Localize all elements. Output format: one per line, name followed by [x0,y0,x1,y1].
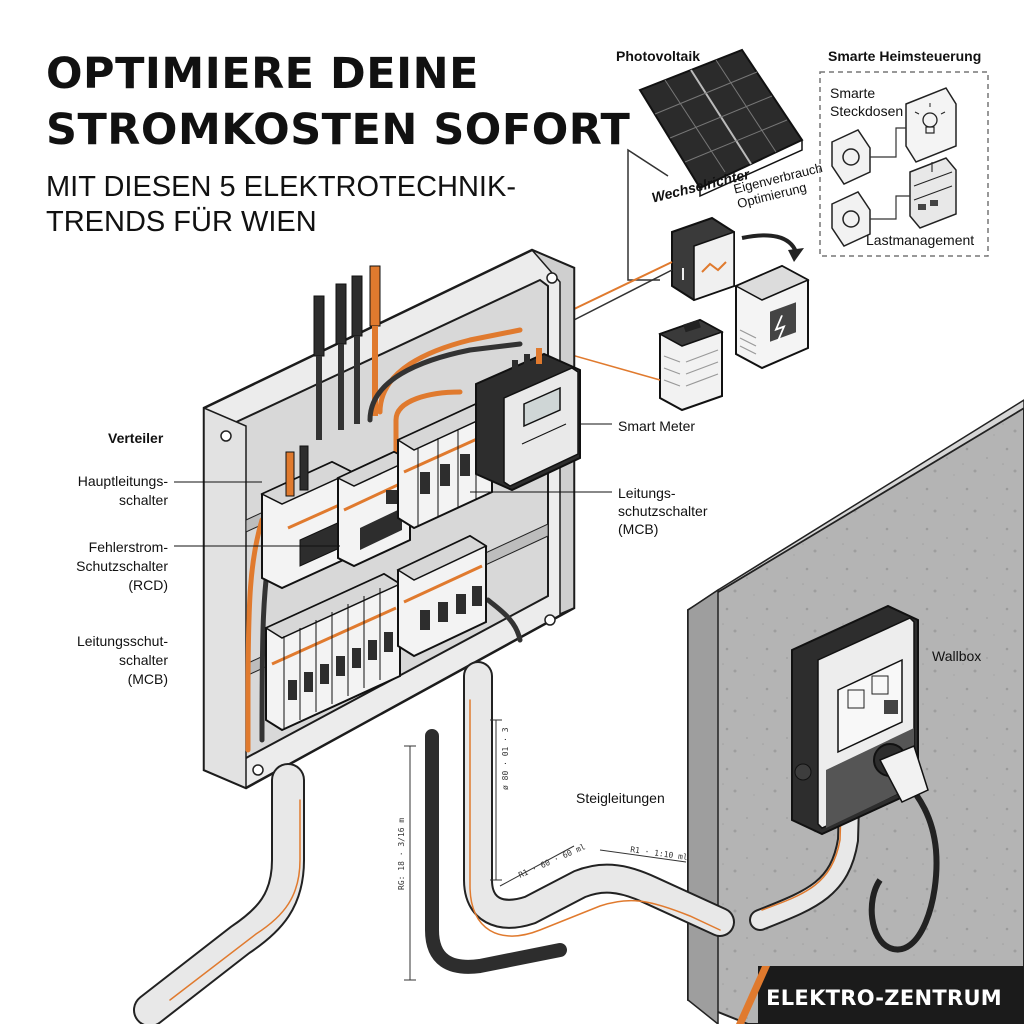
svg-text:ø 80 · 01 · 3: ø 80 · 01 · 3 [501,727,510,790]
leader-lines [174,423,612,547]
load-controller-icon [909,157,957,229]
label-risers: Steigleitungen [576,790,665,806]
brand-bar [736,966,1024,1024]
measurement-lines [404,719,687,981]
rcd-module [336,450,412,568]
label-photovoltaik: Photovoltaik [616,48,701,64]
label-mcb-left-line-3: (MCB) [127,671,168,687]
label-main-switch-line-1: Hauptleitungs- [77,473,168,489]
label-rcd-line-1: Fehlerstrom- [88,539,168,555]
label-rcd-line-3: (RCD) [128,577,168,593]
label-rcd: Fehlerstrom- Schutzschalter (RCD) [30,538,168,595]
socket-icon [831,191,871,247]
title-line-2: STROMKOSTEN SOFORT [46,105,631,155]
label-smart-sockets-line-2: Steckdosen [830,103,904,119]
label-smart-home: Smarte Heimsteuerung [828,48,982,64]
label-main-switch: Hauptleitungs- schalter [40,472,168,510]
wallbox-device [791,604,940,953]
label-mcb-left: Leitungsschut- schalter (MCB) [30,632,168,689]
label-wallbox: Wallbox [932,648,982,664]
socket-icon [831,129,871,185]
label-smart-sockets-line-1: Smarte [830,85,876,101]
mcb-lower-right-block [396,534,488,658]
brand-accent-stripe [736,966,770,1024]
label-smart-meter: Smart Meter [618,418,696,434]
solar-panel-icon [627,48,804,281]
battery-icon [658,318,724,412]
title-line-1: OPTIMIERE DEINE [46,49,479,99]
mcb-lower-left-row [264,572,402,732]
label-load-management: Lastmanagement [866,232,975,248]
inverter-icon [671,216,735,302]
label-mcb-right-line-1: Leitungs- [618,485,676,501]
smart-meter-device [475,348,581,492]
label-mcb-right: Leitungs- schutzschalter (MCB) [618,484,707,538]
smart-home-panel [819,71,989,257]
label-mcb-right-line-2: schutzschalter [618,503,708,519]
riser-conduits [133,661,861,1024]
label-rcd-line-2: Schutzschalter [76,558,168,574]
page-subtitle: MIT DIESEN 5 ELEKTROTECHNIK- TRENDS FÜR … [46,170,516,240]
brand-name: ELEKTRO-ZENTRUM [766,986,1002,1010]
light-bulb-icon [905,87,957,163]
label-distributor: Verteiler [108,430,164,446]
label-mcb-right-line-3: (MCB) [618,521,659,537]
incoming-cables [313,265,381,440]
svg-text:R1 · 1:10 ml: R1 · 1:10 ml [630,845,689,862]
label-mcb-left-line-2: schalter [118,652,168,668]
subtitle-line-2: TRENDS FÜR WIEN [46,206,317,238]
storage-unit-icon [734,264,810,370]
label-smart-sockets: Smarte Steckdosen [830,84,903,120]
subtitle-line-1: MIT DIESEN 5 ELEKTROTECHNIK- [46,171,516,203]
page-title: OPTIMIERE DEINE STROMKOSTEN SOFORT [46,46,630,158]
label-mcb-left-line-1: Leitungsschut- [76,633,168,649]
svg-text:RG: 18 · 3/16 m: RG: 18 · 3/16 m [397,818,406,890]
curved-arrow-icon [741,233,798,253]
label-main-switch-line-2: schalter [118,492,168,508]
